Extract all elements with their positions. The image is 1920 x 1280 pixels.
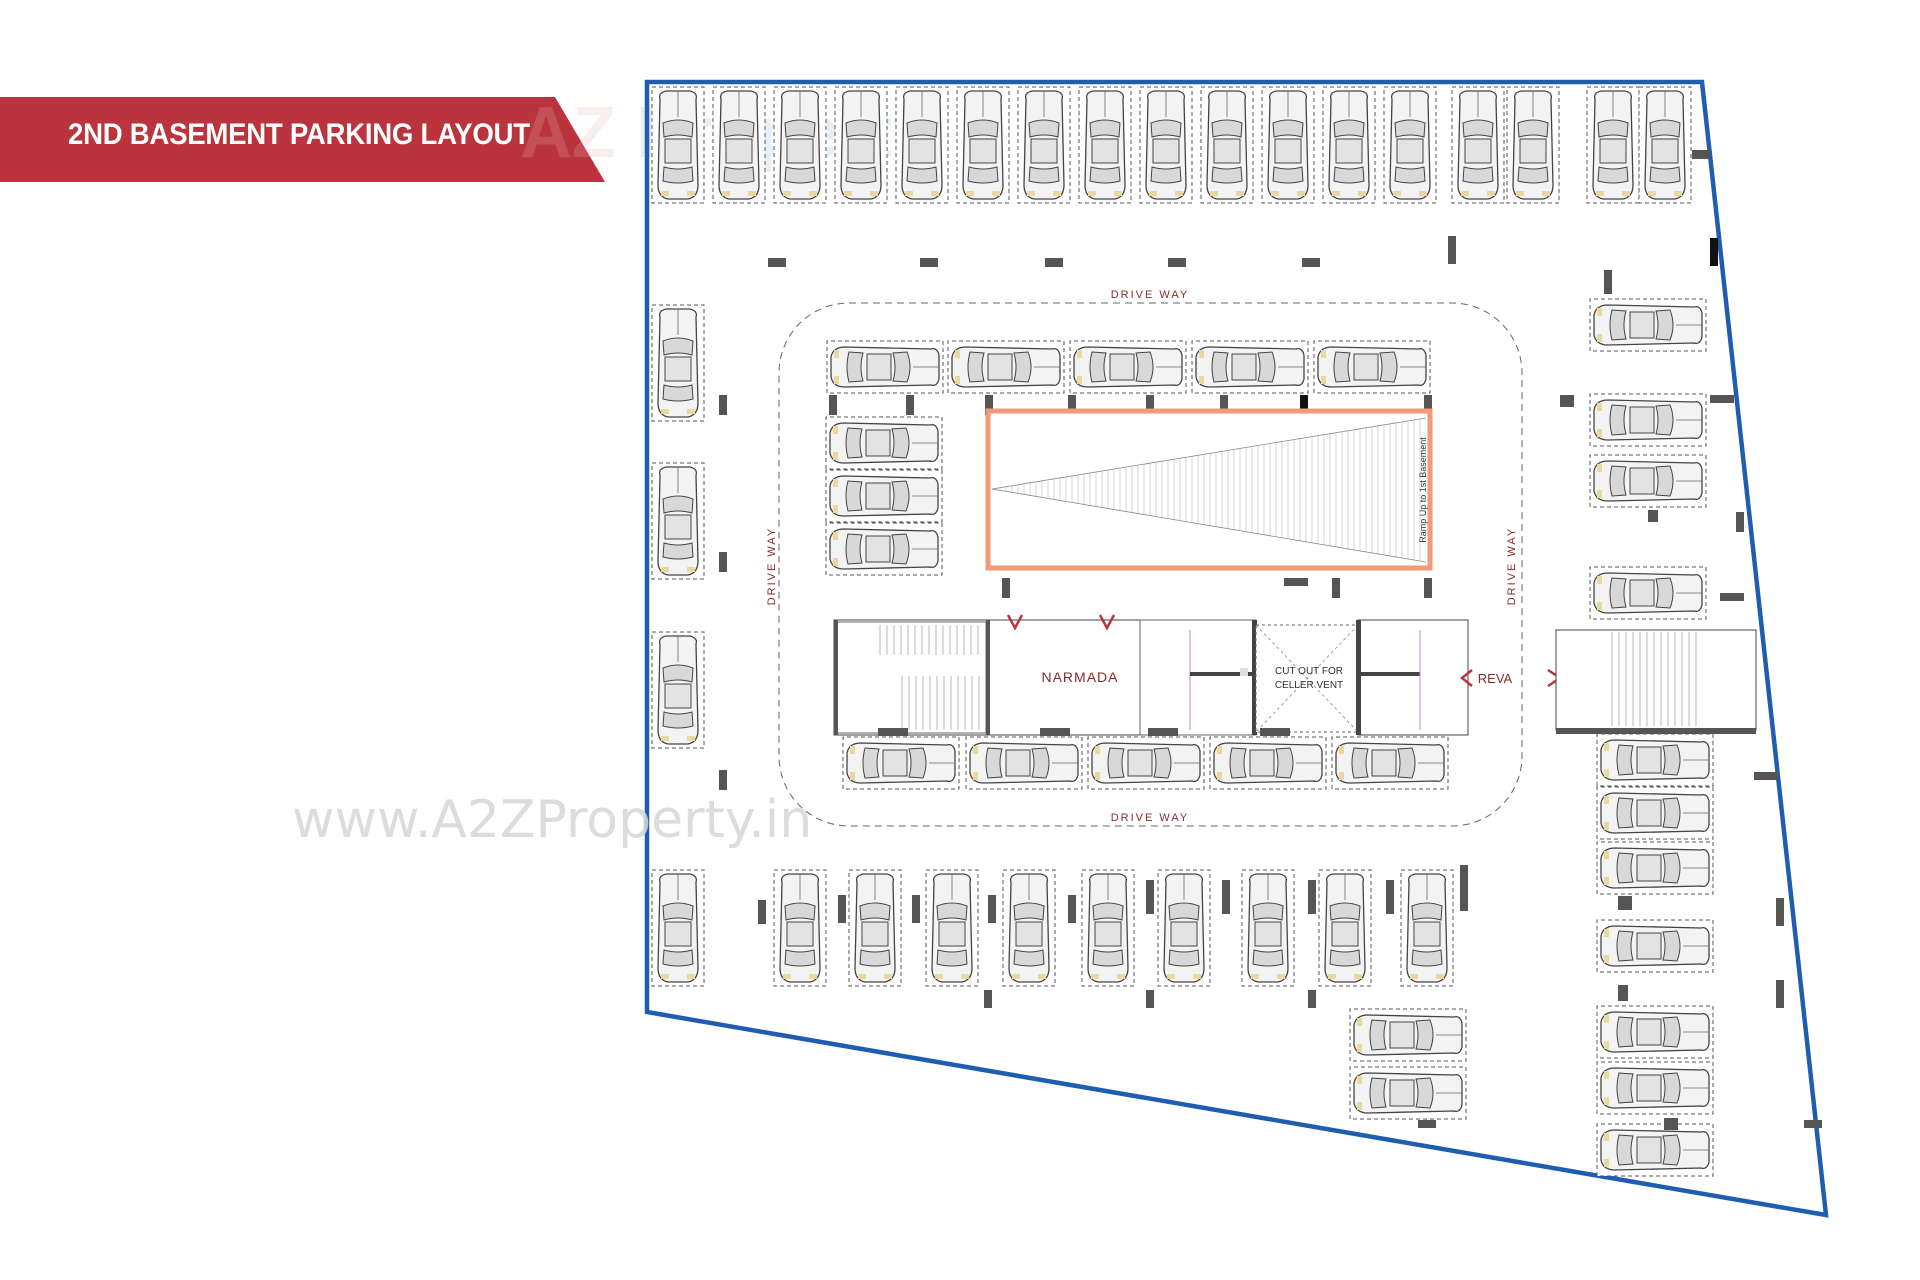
- columns-central-top: [829, 395, 1432, 415]
- drive-way-top-label: DRIVE WAY: [1111, 289, 1190, 301]
- watermark-logo-z: Z: [572, 93, 616, 173]
- columns-bottom: [758, 865, 1468, 1128]
- columns-ramp: [1002, 578, 1432, 598]
- right-parking-column: [1590, 299, 1713, 1176]
- central-bottom-row: [843, 737, 1448, 789]
- columns-left: [719, 395, 727, 790]
- driveway-loop: [778, 302, 1523, 827]
- columns-central-bottom: [878, 728, 1290, 736]
- banner-shape: [0, 97, 605, 182]
- cutout-label-line1: CUT OUT FOR: [1275, 666, 1343, 677]
- reva-core: REVA: [1356, 619, 1757, 736]
- columns-top: [768, 150, 1718, 294]
- central-left-stack: [826, 417, 942, 575]
- reva-label: REVA: [1478, 671, 1513, 686]
- ramp: Ramp Up to 1st Basement: [985, 408, 1433, 571]
- bottom-parking-row: [773, 869, 1454, 987]
- cutout-celler-vent: CUT OUT FOR CELLER VENT: [1240, 624, 1359, 733]
- title-banner: [0, 97, 605, 182]
- drive-way-right-label: DRIVE WAY: [1506, 527, 1518, 606]
- columns-right: [1560, 395, 1822, 1130]
- ramp-label: Ramp Up to 1st Basement: [1418, 437, 1428, 543]
- drive-way-left-label: DRIVE WAY: [766, 527, 778, 606]
- narmada-label: NARMADA: [1041, 669, 1118, 685]
- drive-way-bottom-label: DRIVE WAY: [1111, 812, 1190, 824]
- watermark-url: www.A2ZProperty.in: [292, 790, 813, 850]
- site-boundary: [644, 79, 1829, 1218]
- page-title: 2ND BASEMENT PARKING LAYOUT: [68, 118, 530, 151]
- cutout-label-line2: CELLER VENT: [1275, 680, 1343, 691]
- central-top-row: [827, 341, 1430, 393]
- top-parking-row: [651, 86, 1692, 204]
- left-parking-column: [651, 304, 705, 987]
- narmada-core: NARMADA: [833, 614, 1257, 736]
- watermark-logo-a: A: [520, 93, 572, 173]
- lower-middle-pair: [1350, 1009, 1466, 1119]
